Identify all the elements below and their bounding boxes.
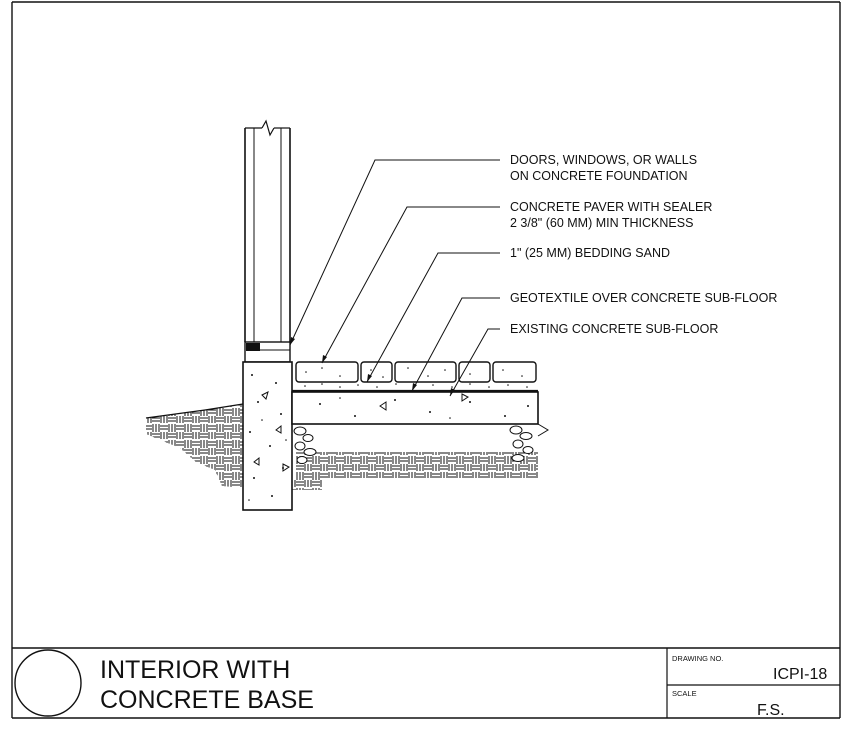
scale-value: F.S. (757, 702, 785, 719)
callout-doors-line1: DOORS, WINDOWS, OR WALLS (510, 153, 697, 167)
sheet-border (11, 1, 841, 719)
soil-under-slab (292, 452, 538, 490)
drawing-no-label: DRAWING NO. (672, 654, 723, 663)
callout-geotextile: GEOTEXTILE OVER CONCRETE SUB-FLOOR (510, 291, 777, 305)
leader-lines (289, 159, 500, 397)
paver-speckle (305, 367, 523, 378)
gravel-base (293, 425, 534, 464)
soil-left (145, 403, 244, 488)
callout-labels: DOORS, WINDOWS, OR WALLS ON CONCRETE FOU… (510, 153, 777, 336)
title-line1: INTERIOR WITH (100, 656, 290, 684)
leader-arrowheads (290, 337, 455, 396)
title-block: INTERIOR WITH CONCRETE BASE DRAWING NO. … (12, 647, 840, 719)
concrete-pavers (295, 361, 537, 383)
concrete-foundation (242, 361, 293, 511)
callout-subfloor: EXISTING CONCRETE SUB-FLOOR (510, 322, 718, 336)
wall-element (244, 119, 291, 363)
callout-doors-line2: ON CONCRETE FOUNDATION (510, 169, 688, 183)
callout-bedding-sand: 1" (25 MM) BEDDING SAND (510, 246, 670, 260)
title-line2: CONCRETE BASE (100, 686, 314, 714)
callout-paver-line1: CONCRETE PAVER WITH SEALER (510, 200, 712, 214)
scale-label: SCALE (672, 689, 697, 698)
detail-symbol-circle (14, 649, 82, 717)
callout-paver-line2: 2 3/8" (60 MM) MIN THICKNESS (510, 216, 693, 230)
section-detail (145, 119, 549, 511)
drawing-no-value: ICPI-18 (773, 666, 827, 683)
